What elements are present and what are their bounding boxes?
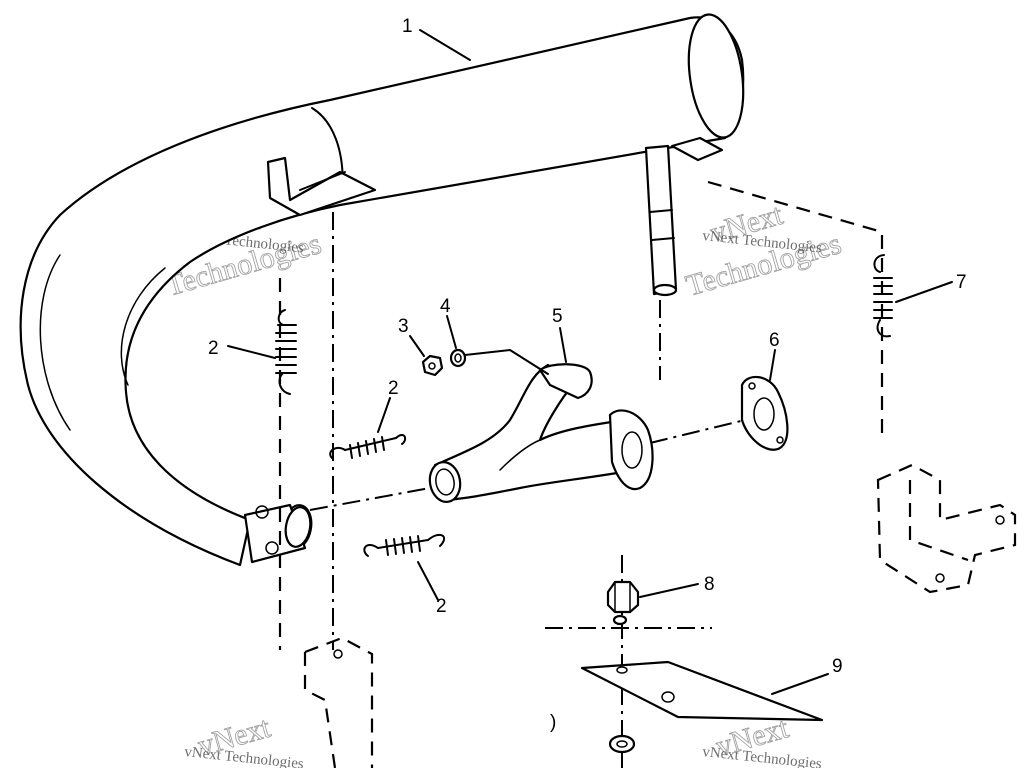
callout-2-lower: 2 <box>436 596 447 617</box>
callout-5: 5 <box>552 306 563 327</box>
right-bracket <box>876 463 1017 594</box>
left-bracket <box>303 636 374 768</box>
flange-nut <box>606 580 640 614</box>
spring-lower <box>363 533 446 557</box>
spring-middle <box>329 434 407 459</box>
callout-6: 6 <box>769 330 780 351</box>
callout-4: 4 <box>440 296 451 317</box>
muffler <box>19 13 745 567</box>
heat-shield-plate <box>580 660 824 722</box>
callout-1: 1 <box>402 16 413 37</box>
callout-leaders <box>227 29 953 695</box>
exhaust-manifold <box>428 363 654 503</box>
gasket <box>740 375 789 451</box>
callout-2-left: 2 <box>208 338 219 359</box>
leader-nut-washer <box>464 349 549 375</box>
callout-3: 3 <box>398 316 409 337</box>
mount-lines <box>278 180 884 768</box>
callout-2-middle: 2 <box>388 378 399 399</box>
callout-9: 9 <box>832 656 843 677</box>
lock-washer <box>612 614 628 626</box>
washer <box>449 348 467 368</box>
callout-10-partial: ) <box>550 712 556 733</box>
spring-left <box>275 309 297 395</box>
spring-right <box>873 254 893 338</box>
callout-7: 7 <box>956 272 967 293</box>
callout-8: 8 <box>704 574 715 595</box>
lower-washer <box>608 734 636 754</box>
nut <box>421 354 444 377</box>
callout-labels: 1 2 2 2 3 4 5 6 7 8 9 ) <box>208 16 967 733</box>
